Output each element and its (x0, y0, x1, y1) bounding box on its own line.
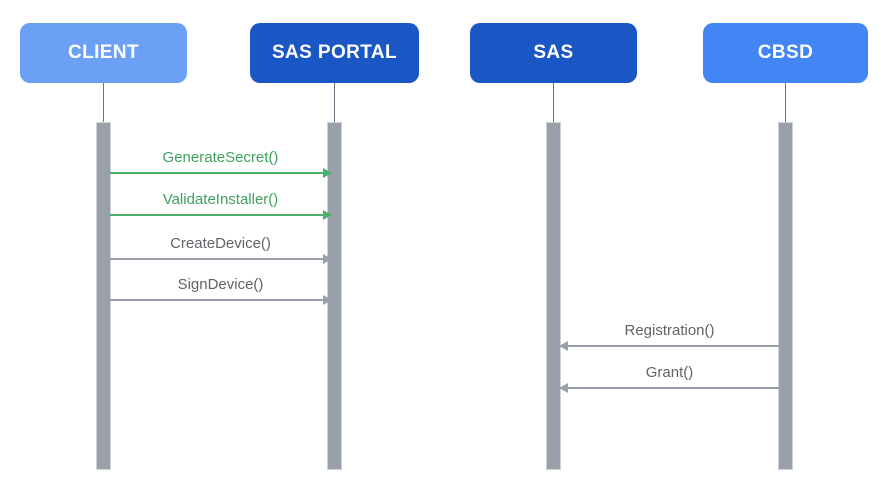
message-label: Grant() (645, 364, 694, 381)
lifeline-client (103, 83, 104, 123)
arrowhead-right-icon (323, 254, 332, 264)
arrowhead-right-icon (323, 168, 332, 178)
lifeline-sas (553, 83, 554, 123)
arrowhead-left-icon (559, 341, 568, 351)
participant-label: CBSD (757, 41, 814, 63)
participant-label: SAS (533, 41, 574, 63)
message-label: GenerateSecret() (162, 149, 279, 166)
participant-box-client[interactable]: CLIENT (20, 23, 187, 83)
activation-bar-cbsd (778, 122, 793, 470)
message-label: CreateDevice() (170, 235, 271, 252)
arrowhead-right-icon (323, 210, 332, 220)
message-line (110, 299, 331, 301)
participant-box-cbsd[interactable]: CBSD (703, 23, 868, 83)
message-line (110, 214, 331, 216)
activation-bar-sas (546, 122, 561, 470)
message-line (110, 172, 331, 174)
participant-box-sas[interactable]: SAS (470, 23, 637, 83)
message-line (110, 258, 331, 260)
activation-bar-client (96, 122, 111, 470)
message-label: SignDevice() (177, 276, 264, 293)
message-line (560, 345, 779, 347)
participant-label: CLIENT (67, 41, 139, 63)
lifeline-sas-portal (334, 83, 335, 123)
participant-label: SAS PORTAL (271, 41, 398, 63)
lifeline-cbsd (785, 83, 786, 123)
message-line (560, 387, 779, 389)
message-label: ValidateInstaller() (162, 191, 279, 208)
participant-box-sas-portal[interactable]: SAS PORTAL (250, 23, 419, 83)
arrowhead-right-icon (323, 295, 332, 305)
message-label: Registration() (624, 322, 715, 339)
arrowhead-left-icon (559, 383, 568, 393)
